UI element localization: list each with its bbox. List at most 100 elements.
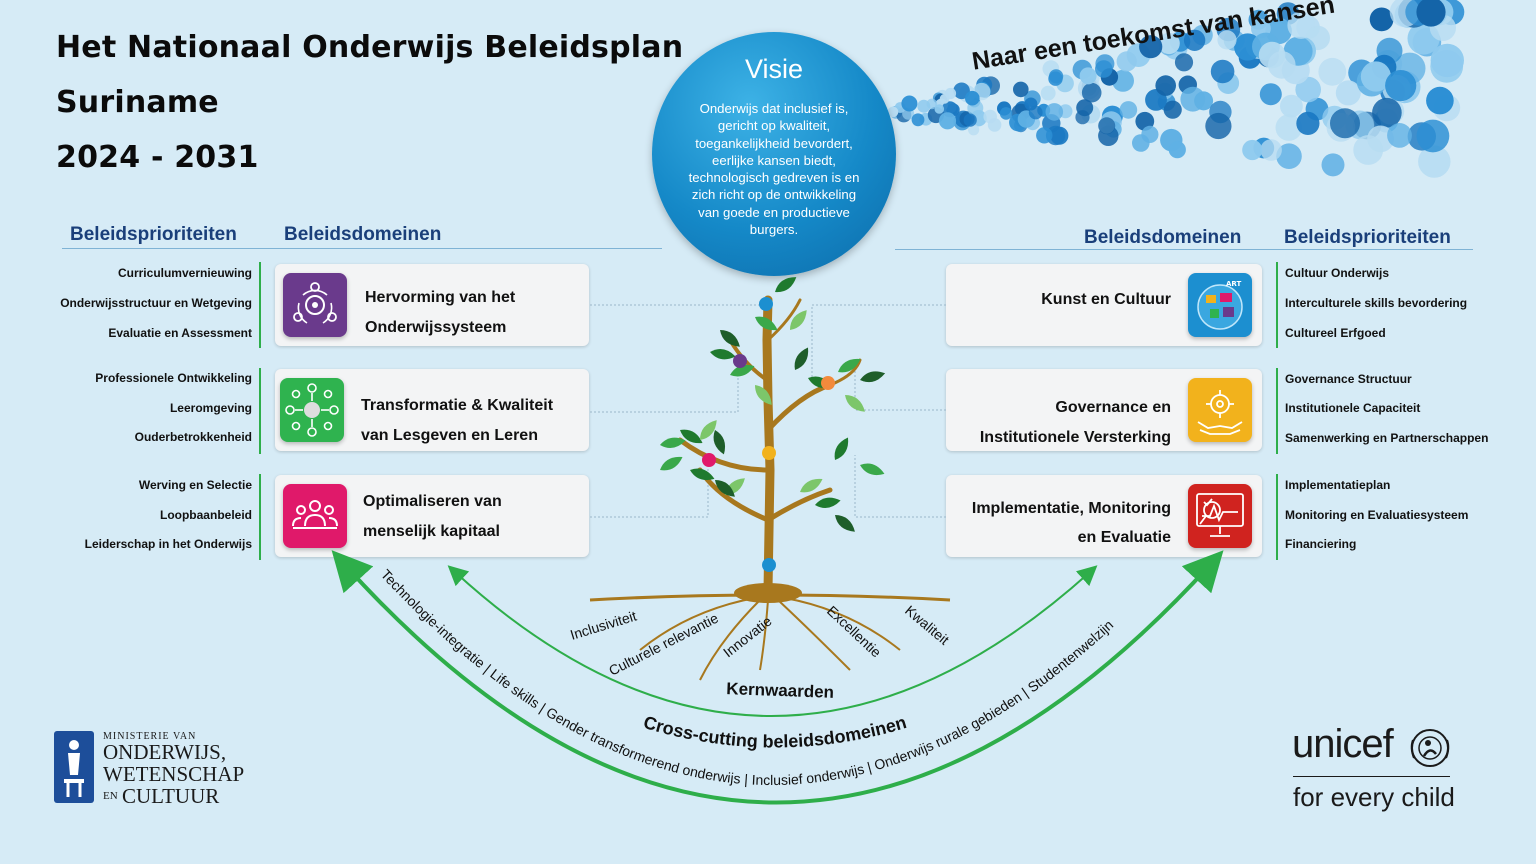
tree-roots [639,597,901,681]
right-priority-1-3: Cultureel Erfgoed [1285,326,1386,340]
unicef-emblem-icon [1410,729,1450,767]
connector-left-3 [590,460,709,518]
page-title-line2: Suriname [56,85,219,120]
bubble-dot [1418,145,1451,178]
bubble-dot [1259,83,1282,106]
bubble-dot [1335,80,1361,106]
bubble-dot [1280,94,1303,118]
left-priority-1-1: Curriculumvernieuwing [117,266,252,280]
bubble-dot [1116,51,1137,72]
domain-card-onderwijssysteem[interactable]: Hervorming van het Onderwijssysteem [275,264,589,346]
node-dot-purple [733,354,747,368]
bubble-dot [968,124,980,136]
tree-leaf [715,480,735,497]
right-priority-bar-3 [1276,474,1278,560]
tree-leaf [730,364,755,377]
bubble-dot [1353,135,1384,165]
ministry-line1: MINISTERIE VAN [103,731,197,742]
svg-text:ART: ART [1226,280,1241,288]
right-priority-2-2: Institutionele Capaciteit [1285,401,1421,415]
tree-leaf [775,277,797,293]
domain-card-menselijk-kapitaal[interactable]: Optimaliseren van menselijk kapitaal [275,475,589,557]
domain-card-governance[interactable]: Governance en Institutionele Versterking [946,369,1262,451]
domain-label-line2: menselijk kapitaal [363,523,500,540]
right-priority-3-3: Financiering [1285,537,1357,551]
right-priority-bar-1 [1276,262,1278,348]
unicef-wordmark: unicef [1292,722,1394,766]
bubble-dot [1369,7,1394,32]
bubble-dot [1260,139,1282,161]
governance-hands-icon [1188,378,1252,442]
tree-leaf [860,463,885,476]
left-priority-bar-3 [259,474,261,560]
bubble-dot [1139,35,1163,59]
bubble-dot [1028,105,1043,120]
right-priority-3-1: Implementatieplan [1285,478,1391,492]
bubble-dot [1095,60,1113,78]
domain-card-lesgeven[interactable]: Transformatie & Kwaliteit van Lesgeven e… [275,369,589,451]
right-priority-2-3: Samenwerking en Partnerschappen [1285,431,1489,445]
core-value-1: Inclusiviteit [568,608,638,643]
domain-label-line2: van Lesgeven en Leren [361,427,538,444]
right-priority-bar-2 [1276,368,1278,454]
page-title-line3: 2024 - 2031 [56,140,259,175]
bubbles-decoration [887,0,1465,178]
domain-label-line1: Optimaliseren van [363,493,502,510]
tree-leaf [755,385,772,405]
tree-leaf [838,358,861,373]
ministry-line2: ONDERWIJS, [103,740,227,764]
bubble-dot [944,87,957,100]
bubble-dot [1155,75,1176,96]
left-priority-3-1: Werving en Selectie [138,478,252,492]
tree-leaf [660,456,683,471]
bubble-dot [938,112,957,130]
tree-leaf [790,310,807,330]
network-people-icon [280,378,344,442]
bubble-dot [1258,41,1286,69]
bubble-dot [1276,143,1302,169]
core-value-5: Kwaliteit [902,602,952,648]
bubble-dot [1416,119,1450,153]
bubble-dot [1275,114,1303,141]
bubble-dot [1075,110,1090,125]
bubble-dot [1168,141,1186,159]
left-priority-bar-2 [259,368,261,454]
domain-card-implementatie[interactable]: Implementatie, Monitoring en Evaluatie [946,475,1262,557]
domain-label-line2: en Evaluatie [1077,529,1171,546]
node-dot-blue [759,297,773,311]
bubble-dot [934,104,945,114]
left-priority-1-2: Onderwijsstructuur en Wetgeving [60,296,252,310]
left-priority-2-3: Ouderbetrokkenheid [134,430,252,444]
page-title-line1: Het Nationaal Onderwijs Beleidsplan [56,30,684,65]
tree-trunk [677,295,862,595]
cross-cutting-heading: Cross-cutting beleidsdomeinen [641,712,908,751]
bubble-dot [1013,81,1029,98]
left-priorities-heading: Beleidsprioriteiten [70,224,237,245]
bubble-dot [1295,76,1321,103]
left-priority-2-1: Professionele Ontwikkeling [95,371,252,385]
bubble-dot [1426,86,1454,115]
art-collage-icon: ART [1188,273,1252,337]
left-priority-1-3: Evaluatie en Assessment [108,326,252,340]
bubble-dot [901,95,918,112]
bubble-dot [1430,43,1464,78]
tree-leaf [710,348,736,360]
bubble-dot [987,118,1002,132]
tree-leaf [845,395,865,412]
bubble-dot [963,113,977,127]
left-priority-3-3: Leiderschap in het Onderwijs [84,537,252,551]
bubble-dot [1098,117,1116,135]
domain-label-line2: Institutionele Versterking [979,429,1171,446]
people-group-icon [283,484,347,548]
bubble-dot [1163,100,1182,119]
bubble-dot [1158,32,1180,55]
domain-label-line1: Hervorming van het [365,289,516,306]
domain-label-line1: Kunst en Cultuur [1041,291,1171,308]
connector-right-3 [854,455,946,518]
left-priority-2-2: Leeromgeving [169,401,252,415]
domain-card-kunst-cultuur[interactable]: Kunst en Cultuur ART [946,264,1262,346]
bubble-dot [1217,30,1237,50]
bubble-dot [926,98,938,110]
core-values-heading: Kernwaarden [726,679,834,702]
bubble-dot [1318,57,1347,86]
